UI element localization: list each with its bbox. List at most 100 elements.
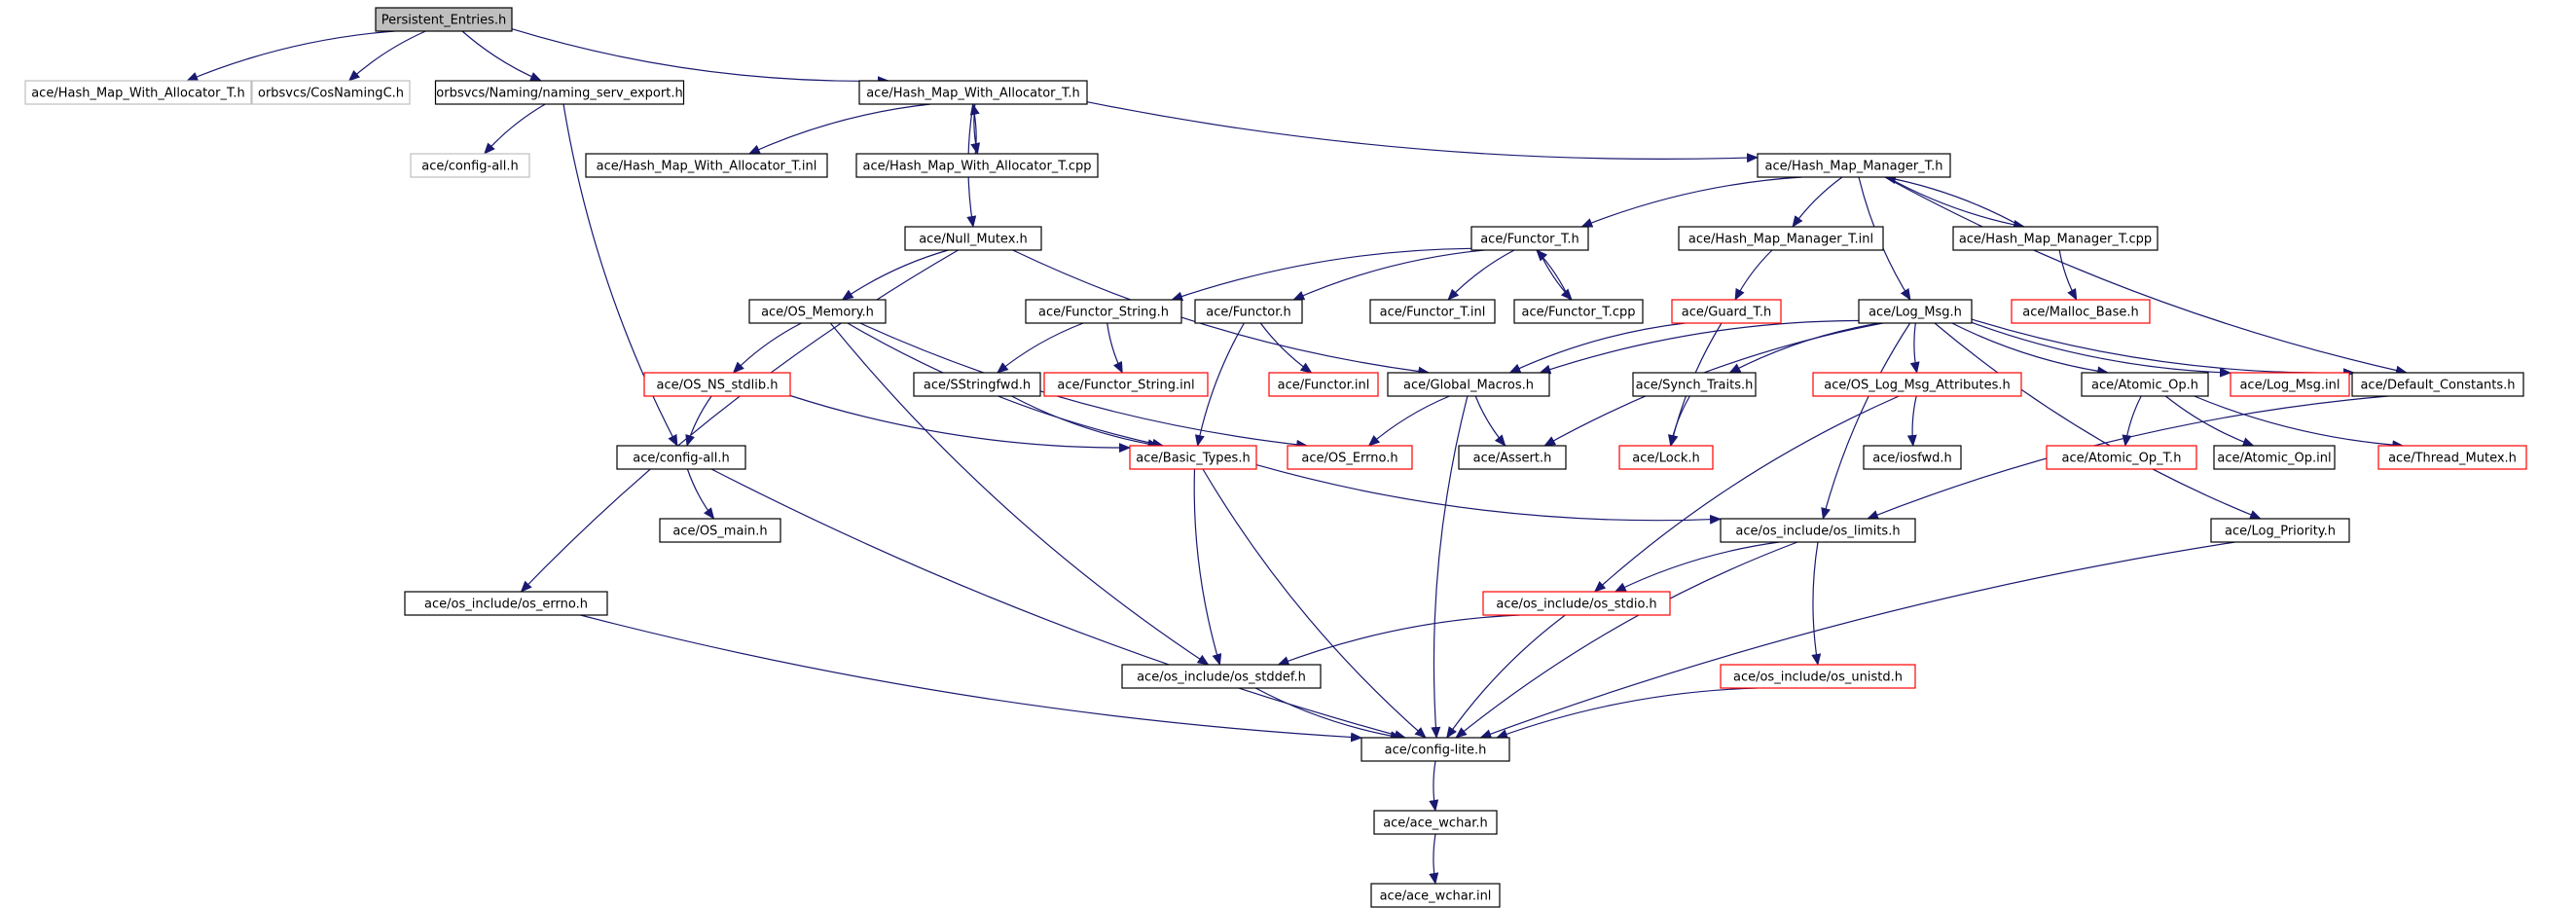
node-label: ace/ace_wchar.h [1383,817,1488,831]
edge-log-msg-h-to-assert-h [1543,322,1884,447]
node-os-memory-h[interactable]: ace/OS_Memory.h [748,299,887,324]
edge-naming-serv-export-h-to-config-all-h [562,103,678,447]
node-label: ace/iosfwd.h [1872,452,1951,466]
node-label: ace/Atomic_Op.inl [2217,452,2331,466]
node-basic-types-h[interactable]: ace/Basic_Types.h [1129,445,1257,470]
node-box [855,153,1099,178]
edge-hash-map-manager-t-cpp-to-malloc-base-h [2058,249,2078,301]
edge-os-limits-h-to-os-unistd-h [1811,541,1822,666]
edge-os-ns-stdlib-h-to-config-all-h [685,395,712,447]
node-os-limits-h[interactable]: ace/os_include/os_limits.h [1720,518,1916,543]
node-global-macros-h[interactable]: ace/Global_Macros.h [1387,372,1550,397]
node-functor-inl[interactable]: ace/Functor.inl [1268,372,1379,397]
node-atomic-op-h[interactable]: ace/Atomic_Op.h [2081,372,2209,397]
node-log-msg-inl[interactable]: ace/Log_Msg.inl [2230,372,2350,397]
node-atomic-op-inl[interactable]: ace/Atomic_Op.inl [2213,445,2336,470]
edge-atomic-op-h-to-thread-mutex-h [2194,395,2405,451]
node-ace-wchar-inl[interactable]: ace/ace_wchar.inl [1370,883,1501,908]
node-functor-string-inl[interactable]: ace/Functor_String.inl [1043,372,1209,397]
node-box [434,80,685,105]
node-persistent-entries-h[interactable]: Persistent_Entries.h [375,7,513,32]
node-label: ace/Malloc_Base.h [2022,306,2139,320]
node-ace-wchar-h[interactable]: ace/ace_wchar.h [1373,810,1498,835]
node-malloc-base-h[interactable]: ace/Malloc_Base.h [2011,299,2151,324]
node-box [2230,372,2350,397]
node-box [1129,445,1257,470]
node-null-mutex-h[interactable]: ace/Null_Mutex.h [904,226,1042,251]
node-os-log-msg-attributes-h[interactable]: ace/OS_Log_Msg_Attributes.h [1812,372,2022,397]
edge-os-ns-stdlib-h-to-basic-types-h [789,394,1131,454]
node-os-errno-inc-h[interactable]: ace/os_include/os_errno.h [404,591,608,616]
node-functor-t-inl[interactable]: ace/Functor_T.inl [1369,299,1496,324]
node-box [1720,664,1916,689]
node-box [24,80,252,105]
node-box [858,80,1088,105]
node-os-errno-h[interactable]: ace/OS_Errno.h [1287,445,1413,470]
node-label: ace/Functor.h [1206,306,1290,320]
edge-hash-map-manager-t-h-to-functor-t-h [1580,176,1802,228]
node-functor-string-h[interactable]: ace/Functor_String.h [1025,299,1182,324]
node-label: ace/Global_Macros.h [1403,379,1534,393]
node-functor-h[interactable]: ace/Functor.h [1194,299,1303,324]
node-functor-t-cpp[interactable]: ace/Functor_T.cpp [1513,299,1644,324]
node-os-unistd-h[interactable]: ace/os_include/os_unistd.h [1720,664,1916,689]
node-hash-map-with-allocator-t-h[interactable]: ace/Hash_Map_With_Allocator_T.h [858,80,1088,105]
edge-log-msg-h-to-default-constants-h [1971,318,2356,379]
edge-functor-t-h-to-functor-t-inl [1447,249,1515,301]
node-assert-h[interactable]: ace/Assert.h [1458,445,1567,470]
node-config-all-h[interactable]: ace/config-all.h [616,445,746,470]
node-box [1458,445,1567,470]
node-box [1678,226,1884,251]
edge-os-stdio-h-to-config-lite-h [1446,614,1566,739]
node-box [2081,372,2209,397]
node-box [1370,883,1501,908]
node-os-main-h[interactable]: ace/OS_main.h [659,518,781,543]
node-hash-map-manager-t-h[interactable]: ace/Hash_Map_Manager_T.h [1757,153,1951,178]
node-box [1387,372,1550,397]
node-config-lite-h[interactable]: ace/config-lite.h [1361,737,1510,762]
edge-log-msg-h-to-global-macros-h [1539,319,1860,375]
node-sstringfwd-h[interactable]: ace/SStringfwd.h [913,372,1041,397]
node-hash-map-manager-t-cpp[interactable]: ace/Hash_Map_Manager_T.cpp [1952,226,2159,251]
edge-hash-map-with-allocator-t-h-to-hash-map-with-allocator-t-inl [747,103,931,155]
edge-basic-types-h-to-config-lite-h [1202,468,1427,739]
node-box [2377,445,2527,470]
node-box [913,372,1041,397]
node-lock-h[interactable]: ace/Lock.h [1618,445,1714,470]
node-label: ace/Functor_T.cpp [1522,306,1636,320]
node-naming-serv-export-h[interactable]: orbsvcs/Naming/naming_serv_export.h [434,80,685,105]
node-default-constants-h[interactable]: ace/Default_Constants.h [2351,372,2524,397]
edge-config-all-h-to-config-lite-h [710,468,1406,740]
edge-functor-string-h-to-functor-string-inl [1107,322,1123,374]
node-hash-map-with-allocator-t-inl[interactable]: ace/Hash_Map_With_Allocator_T.inl [585,153,828,178]
node-log-msg-h[interactable]: ace/Log_Msg.h [1858,299,1973,324]
node-hash-map-with-allocator-t-cpp[interactable]: ace/Hash_Map_With_Allocator_T.cpp [855,153,1099,178]
node-box [1858,299,1973,324]
node-thread-mutex-h[interactable]: ace/Thread_Mutex.h [2377,445,2527,470]
node-box [1361,737,1510,762]
node-label: ace/Log_Priority.h [2225,525,2336,539]
node-box [1373,810,1498,835]
node-box [904,226,1042,251]
node-label: ace/os_include/os_unistd.h [1733,671,1903,685]
edge-log-msg-h-to-atomic-op-h [1951,322,2110,377]
node-log-priority-h[interactable]: ace/Log_Priority.h [2210,518,2350,543]
node-box [2351,372,2524,397]
node-iosfwd-h[interactable]: ace/iosfwd.h [1863,445,1962,470]
node-functor-t-h[interactable]: ace/Functor_T.h [1470,226,1589,251]
node-guard-t-h[interactable]: ace/Guard_T.h [1671,299,1782,324]
node-os-stddef-h[interactable]: ace/os_include/os_stddef.h [1121,664,1322,689]
node-os-ns-stdlib-h[interactable]: ace/OS_NS_stdlib.h [643,372,791,397]
node-label: ace/Log_Msg.inl [2239,379,2340,393]
node-label: ace/Lock.h [1632,452,1700,466]
node-box [1268,372,1379,397]
node-label: ace/Log_Msg.h [1869,306,1962,320]
node-atomic-op-t-h[interactable]: ace/Atomic_Op_T.h [2046,445,2197,470]
node-label: ace/SStringfwd.h [924,379,1031,393]
edge-os-log-msg-attributes-h-to-os-stdio-h [1593,395,1900,593]
edge-functor-h-to-basic-types-h [1194,322,1245,447]
node-hash-map-manager-t-inl[interactable]: ace/Hash_Map_Manager_T.inl [1678,226,1884,251]
node-os-stdio-h[interactable]: ace/os_include/os_stdio.h [1482,591,1671,616]
node-synch-traits-h[interactable]: ace/Synch_Traits.h [1632,372,1757,397]
